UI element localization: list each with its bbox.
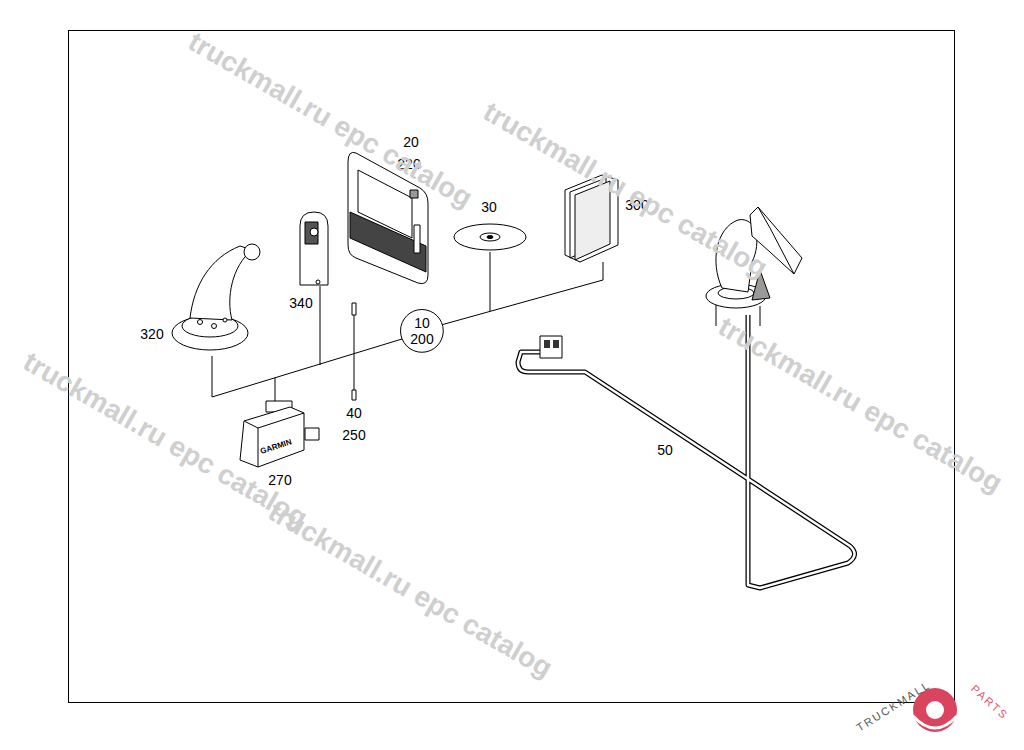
leader-line: [212, 339, 402, 397]
callout-number: 30: [481, 200, 497, 215]
bracket: [300, 212, 328, 285]
callout-number: 10: [414, 315, 430, 331]
watermark: truckmall.ru epc catalog: [713, 311, 1007, 499]
callout-number: 250: [342, 428, 365, 443]
watermark: truckmall.ru epc catalog: [263, 496, 557, 684]
stylus: [352, 303, 356, 400]
suction-mount: [172, 244, 260, 350]
callout-number: 200: [410, 331, 433, 347]
callout-circle: 10200: [400, 309, 444, 353]
disc: [454, 224, 526, 250]
leader-line: [320, 286, 321, 365]
leader-line: [490, 252, 491, 311]
circle-outline: [401, 310, 444, 353]
receiver: [240, 401, 319, 467]
callout-number: 50: [657, 443, 673, 458]
callout-number: 320: [140, 327, 163, 342]
callout-number: 40: [346, 406, 362, 421]
leader-line: [275, 378, 276, 404]
watermark: truckmall.ru epc catalog: [478, 96, 772, 284]
callout-number: 340: [289, 296, 312, 311]
leader-line: [441, 262, 603, 325]
logo-text: PARTS: [969, 682, 1011, 722]
watermark: truckmall.ru epc catalog: [183, 26, 477, 214]
